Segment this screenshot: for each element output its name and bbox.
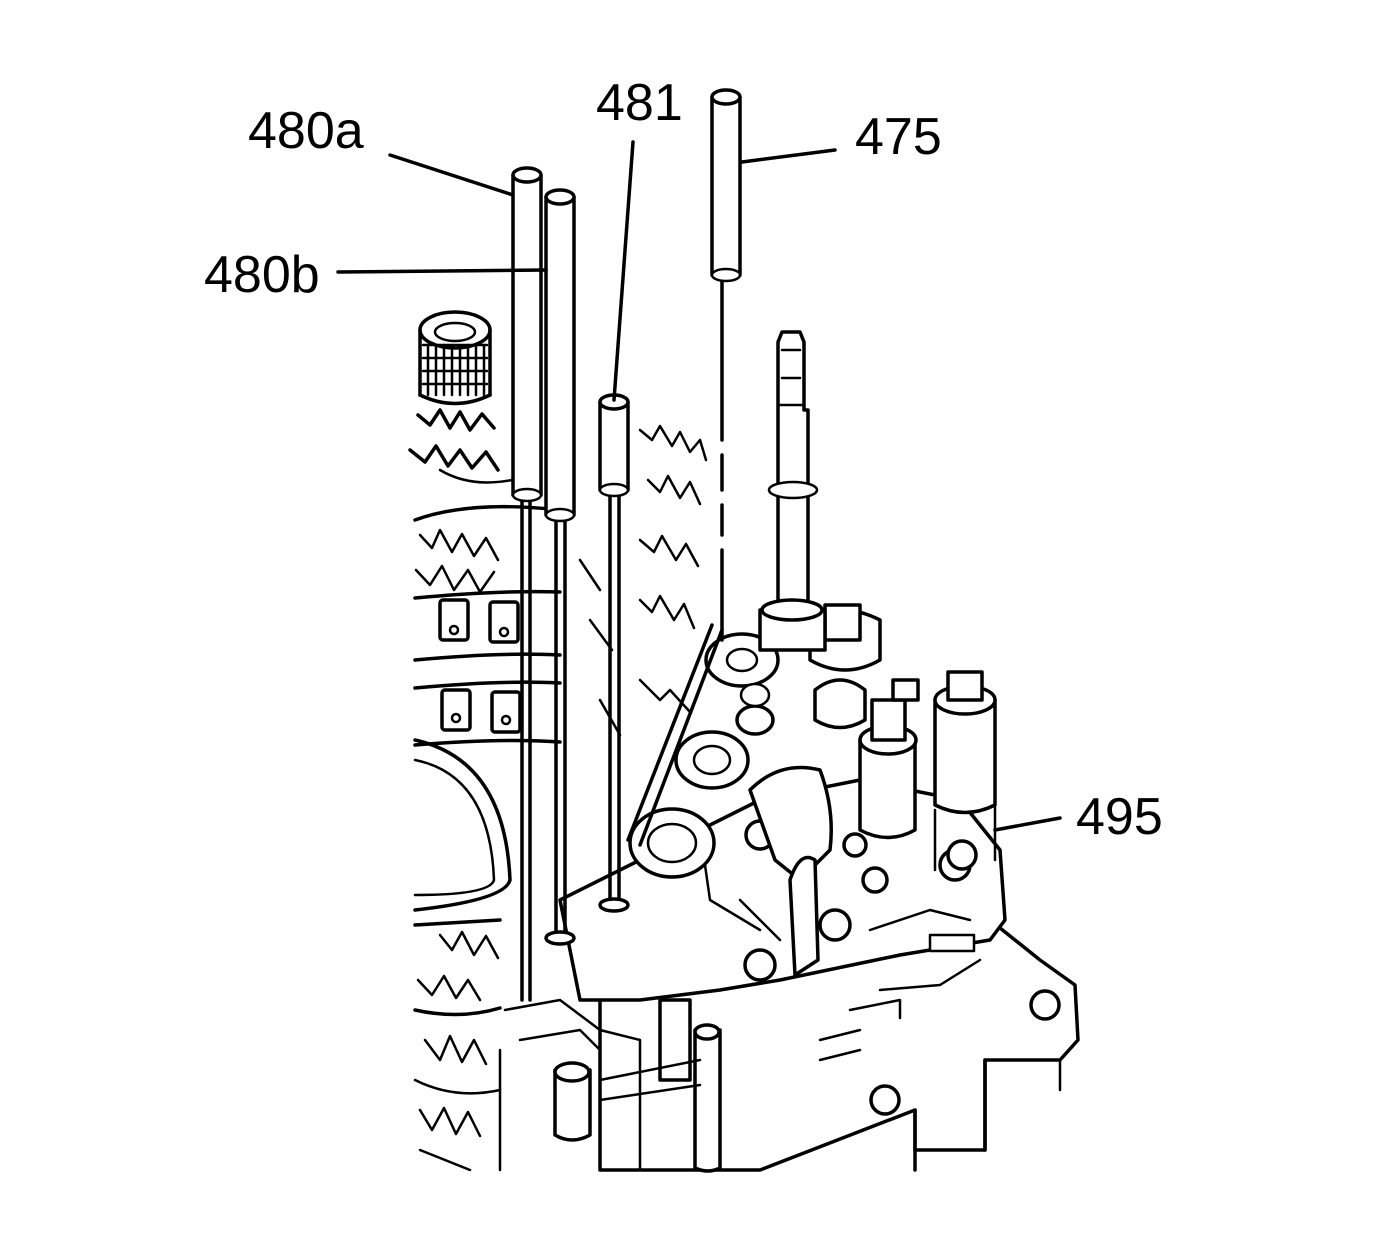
rod-475-link: [626, 623, 724, 847]
leader-lines: [336, 140, 1062, 832]
callout-481: 481: [596, 74, 683, 132]
callout-480a: 480a: [248, 102, 364, 160]
rod-480a: [511, 166, 543, 1002]
leader-480b: [336, 268, 548, 274]
rod-475: [710, 88, 742, 642]
leader-495: [993, 816, 1062, 832]
rod-481: [598, 393, 630, 913]
valve-body: [498, 330, 1080, 1173]
gear-pack: [408, 310, 708, 1172]
leader-481: [612, 140, 635, 402]
callout-475: 475: [855, 108, 942, 166]
leader-475: [740, 148, 837, 164]
callout-480b: 480b: [204, 246, 320, 304]
callout-495: 495: [1076, 788, 1163, 846]
rod-480b: [544, 188, 576, 946]
leader-480a: [388, 153, 515, 197]
